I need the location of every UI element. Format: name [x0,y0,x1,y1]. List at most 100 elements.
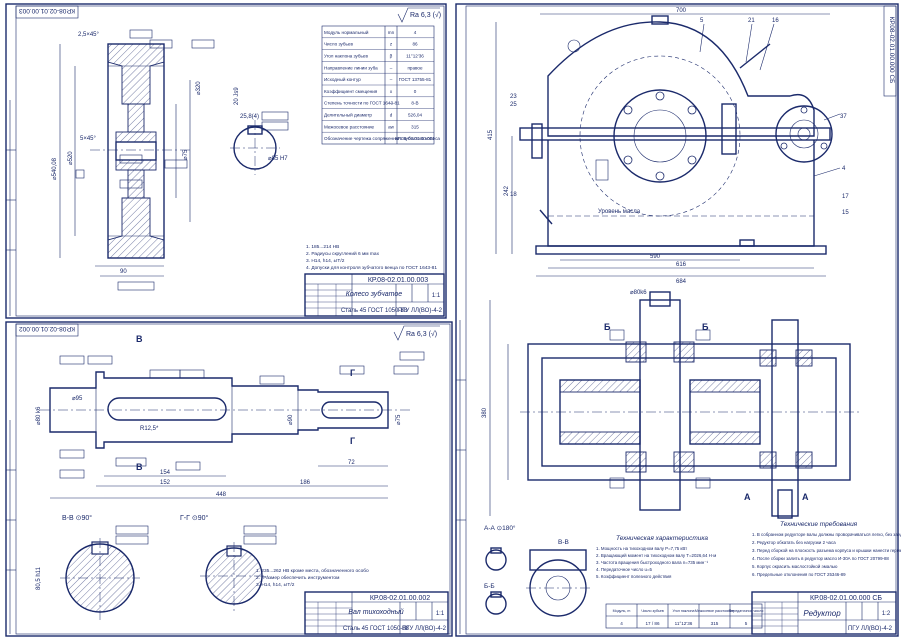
svg-text:В: В [136,334,143,344]
svg-text:Б: Б [702,322,709,332]
param-symbol: d [390,113,393,118]
breather [651,15,669,25]
param-name: Направление линии зуба [324,65,378,70]
param-symbol: aw [388,124,395,129]
shaft-main-view [40,371,410,449]
svg-text:Г: Г [350,368,355,378]
param-value: 8-В [411,101,418,106]
wheel-inner-frame [15,5,445,317]
shaft-keyway-1 [107,397,227,421]
reducer-stamp-code: КР.08-02.01.00.000 СБ [810,595,882,602]
tech-char-line: 4. Передаточное число u=5 [596,567,653,572]
svg-text:25: 25 [510,102,517,108]
shaft-dim-c: 154 [160,470,171,476]
dipstick [739,43,771,69]
wheel-dimensions: ⌀540,08 ⌀520 ⌀75 90 2,5×45° 5×45° ⌀320 [52,29,215,291]
reducer-small-sections: А-А ⊙180° Б-Б В-В [484,524,590,617]
wheel-roughness-text: Ra 6,3 (√) [410,11,441,19]
param-name: Межосевое расстояние [324,124,375,129]
wheel-note: 4. Допуски для контроля зубчатого венца … [306,265,437,271]
param-name: Число зубьев [324,42,353,47]
wheel-title-block: КР.08-02.01.00.003 Колесо зубчатое Сталь… [304,273,445,317]
reducer-dim-height: 415 [488,129,494,140]
reducer-callouts-top: 5 21 16 37 4 17 15 23 25 18 [510,18,849,216]
tech-req-line: 6. Предельные отклонения по ГОСТ 25346-8… [752,572,846,577]
shaft-dim-d: 72 [348,460,355,466]
shaft-roughness: Ra 6,3 (√) [393,325,440,341]
shaft-section-gg: Г-Г ⊙90° [180,514,277,612]
table-header-cell: Угол наклона [672,609,694,613]
param-symbol: β [390,54,393,59]
svg-text:R12,5*: R12,5* [140,426,159,432]
reducer-rotated-code-text: КР.08-02.01.00.000 СБ [888,17,895,84]
shaft-material: Сталь 45 ГОСТ 1050-88 [343,626,410,632]
wheel-note: 2. Радиусы скруглений 6 мм max [306,250,380,257]
param-name: Модуль нормальный [324,29,369,35]
param-value: 0 [414,89,417,94]
table-value-cell: 11°12'36 [675,621,693,626]
param-symbol: – [390,65,393,70]
wheel-sheet: КР.08-02.01.00.003 [5,3,447,319]
tech-characteristics: Техническая характеристика 1. Мощность н… [596,535,716,579]
svg-text:16: 16 [772,18,779,24]
svg-text:15: 15 [842,210,849,216]
wheel-note: 1. 185...214 НВ [306,244,339,250]
tech-char-lines: 1. Мощность на тихоходном валу Р=7,75 кВ… [596,546,716,579]
low-speed-bearing-cap [613,89,707,183]
shaft-stamp-code: КР.08-02.01.00.002 [370,595,430,602]
shaft-sheet: КР.08-02.01.00.002 Ra 6,3 (√) 448 152 18… [5,321,453,637]
svg-text:23: 23 [510,94,517,100]
tech-req-line: 4. После сборки залить в редуктор масло … [752,556,889,561]
wheel-keyway-detail: 25,8(4) ⌀85 H7 20 Js9 [230,87,289,175]
reducer-dim-plan: 380 [482,407,488,418]
svg-text:⌀95: ⌀95 [72,396,83,402]
svg-text:2,5×45°: 2,5×45° [78,32,100,38]
wheel-roughness: Ra 6,3 (√) [397,7,441,23]
wheel-title: Колесо зубчатое [346,290,403,298]
param-name: Коэффициент смещения [324,89,378,94]
svg-text:⌀540,08: ⌀540,08 [52,157,58,180]
shaft-note: 2. *Размер обеспечить инструментом [256,575,339,581]
param-symbol: – [390,77,393,82]
reducer-binding-strip [456,320,466,634]
table-value-cell: 315 [711,621,719,626]
wheel-rotated-code-text: КР.08-02.01.00.003 [19,7,75,14]
shaft-dim-total: 448 [216,492,227,498]
table-value-cell: 5 [745,621,748,626]
table-value-cell: 4 [620,621,623,626]
reducer-dim-body: 616 [676,262,687,268]
param-value: 4 [414,30,417,35]
reducer-dim-axis: 590 [650,254,661,260]
param-symbol: z [390,42,393,47]
tech-char-line: 5. Коэффициент полезного действия [596,574,672,579]
svg-text:5×45°: 5×45° [80,136,97,142]
svg-text:21: 21 [748,18,755,24]
tech-req-line: 3. Перед сборкой на плоскость разъема ко… [752,548,901,553]
section-vv-label: В-В [558,539,569,546]
shaft-note: 1. 235...262 НВ кроме места, обозначенно… [256,568,369,574]
reducer-plan-dims: 380 ⌀80k6 Б Б А А [482,290,809,516]
high-speed-shaft [771,319,799,517]
reducer-base [535,245,827,255]
shaft-rotated-code-text: КР.08-02.01.00.002 [19,325,75,332]
shaft-roughness-text: Ra 6,3 (√) [406,330,437,338]
low-speed-shaft [639,299,681,511]
svg-text:⌀75: ⌀75 [396,414,402,425]
reducer-plan-view [520,291,860,519]
table-header-cell: Межосевое расстояние [695,609,734,613]
svg-text:А: А [744,492,751,502]
shaft-section-vv: В-В ⊙90° 80,5 h11 [36,514,149,620]
reducer-flange [519,127,831,141]
svg-text:⌀85 H7: ⌀85 H7 [268,156,288,162]
tech-req-line: 1. В собранном редукторе валы должны про… [752,532,901,537]
reducer-dim-axis-height: 242 [504,185,510,196]
svg-text:В: В [136,462,143,472]
wheel-notes: 1. 185...214 НВ2. Радиусы скруглений 6 м… [306,244,437,271]
svg-text:90: 90 [120,269,127,275]
high-speed-bearing-cap [775,105,833,163]
reducer-rotated-code: КР.08-02.01.00.000 СБ [883,5,897,97]
